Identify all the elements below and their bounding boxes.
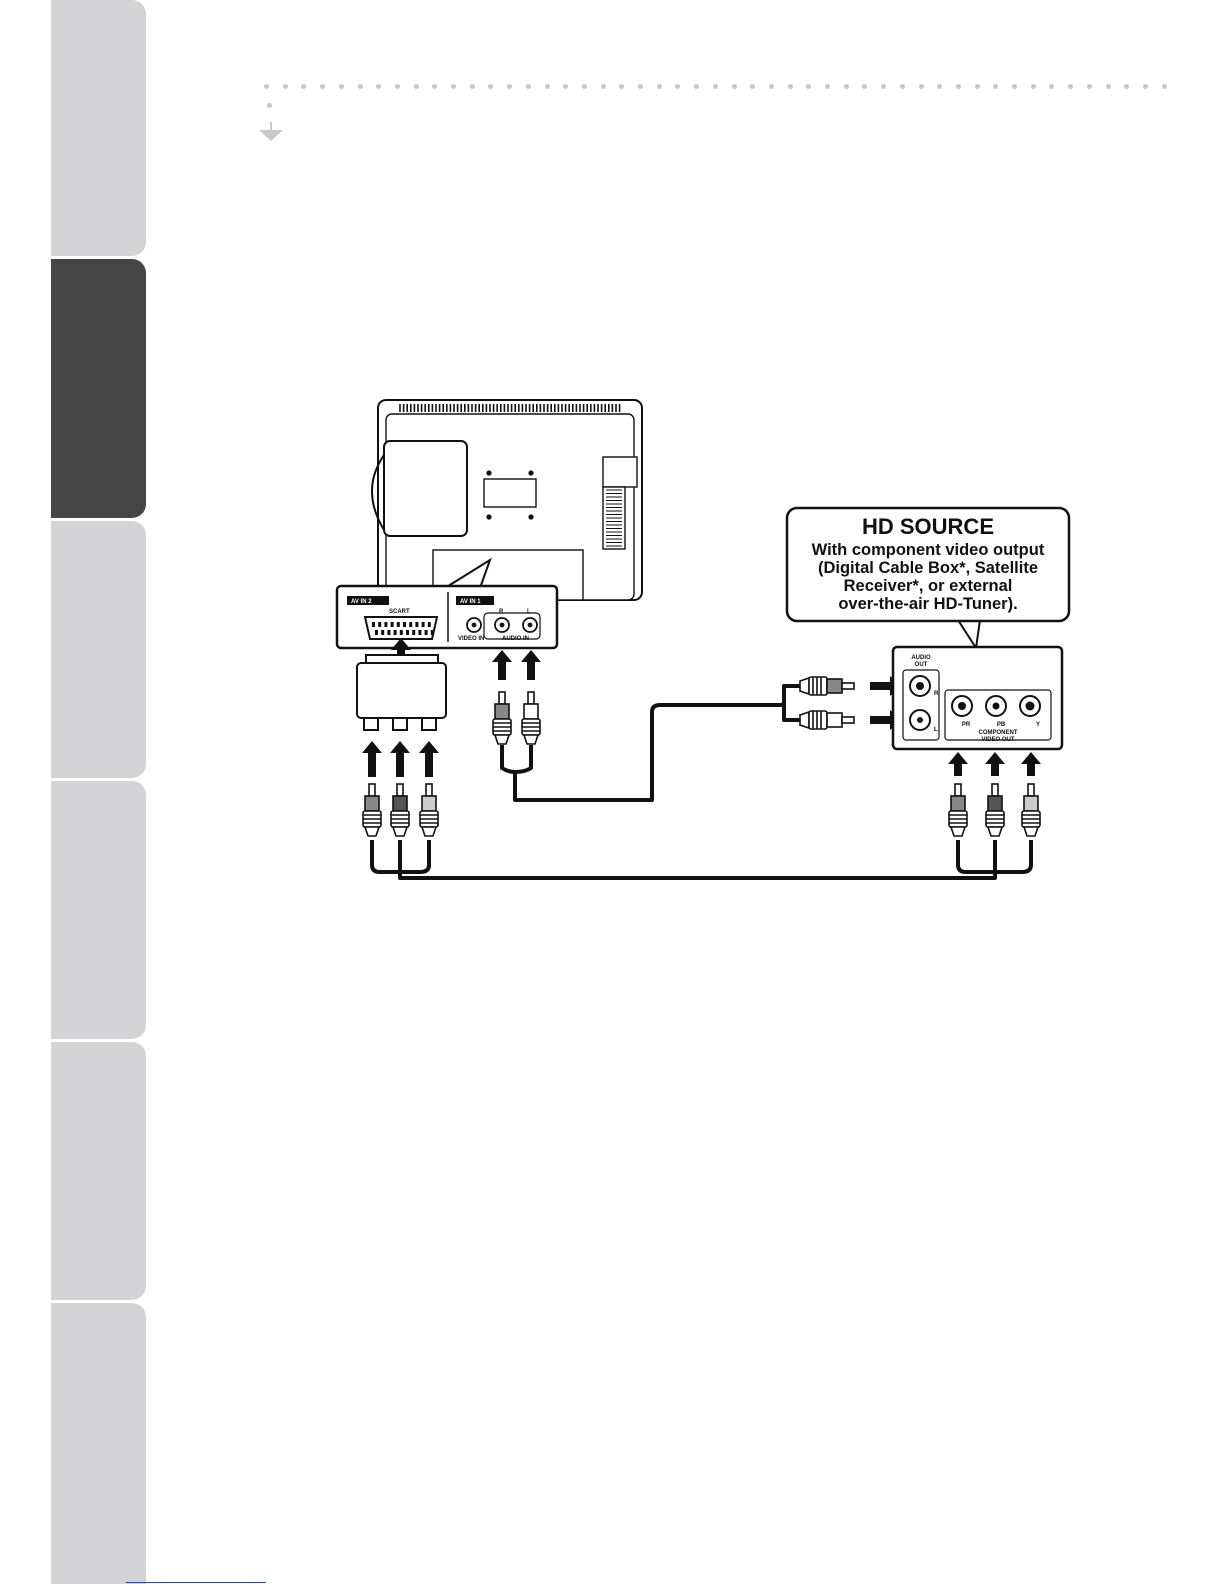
scart-pin [387,630,390,635]
component-label-1: COMPONENT [979,730,1018,736]
tv-back-illustration [372,400,642,600]
callout-line-4: over-the-air HD-Tuner). [838,595,1017,613]
up-arrow-icon [492,650,512,680]
scart-pin [384,622,387,627]
rca-plug [420,784,438,836]
scart-pin [412,630,415,635]
av-in-1-label: AV IN 1 [460,599,481,605]
audio-in-label: AUDIO IN [502,636,529,642]
scart-pin [415,622,418,627]
component-label-2: VIDEO OUT [981,737,1014,743]
tv-r-label: R [499,609,504,615]
callout-line-2: (Digital Cable Box*, Satellite [818,559,1038,577]
scart-pin [418,630,421,635]
scart-label: SCART [389,609,410,615]
scart-pin [409,622,412,627]
rca-plug [363,784,381,836]
rca-plug [800,711,854,729]
scart-pin [381,630,384,635]
rca-plug [1022,784,1040,836]
hd-source-callout: HD SOURCE With component video output (D… [787,508,1069,648]
up-arrow-icon [948,752,968,776]
scart-pin [428,622,431,627]
scart-pin [394,630,397,635]
y-label: Y [1036,722,1040,728]
av-in-2-label: AV IN 2 [351,599,372,605]
callout-line-1: With component video output [812,541,1045,559]
up-arrow-icon [390,741,410,777]
scart-pin [400,630,403,635]
hd-source-panel: AUDIO OUT R L PR PB Y COMPONENT VIDEO OU… [893,647,1062,749]
up-arrow-icon [985,752,1005,776]
scart-pin [425,630,428,635]
up-arrow-icon [1021,752,1041,776]
tv-l-label: L [527,609,531,615]
up-arrow-icon [362,741,382,777]
up-arrow-icon [521,650,541,680]
rca-plug [493,692,511,744]
scart-pin [422,622,425,627]
scart-pin [406,630,409,635]
rca-plug [949,784,967,836]
scart-adapter [357,655,446,730]
scart-pin [372,622,375,627]
audio-out-label-2: OUT [915,662,928,668]
scart-pin [375,630,378,635]
callout-title: HD SOURCE [862,514,994,539]
scart-pin [397,622,400,627]
source-l-label: L [934,727,938,733]
callout-line-3: Receiver*, or external [844,577,1013,595]
pb-label: PB [997,722,1006,728]
scart-pin [431,630,434,635]
scart-pin [391,622,394,627]
scart-pin [378,622,381,627]
up-arrow-icon [419,741,439,777]
scart-pin [403,622,406,627]
rca-plug [391,784,409,836]
footer-link-underline [126,1582,266,1583]
source-r-label: R [934,691,939,697]
pr-label: PR [962,722,971,728]
audio-out-label-1: AUDIO [911,655,931,661]
rca-plug [800,677,854,695]
rca-plug [522,692,540,744]
rca-plug [986,784,1004,836]
video-in-label: VIDEO IN [458,636,484,642]
